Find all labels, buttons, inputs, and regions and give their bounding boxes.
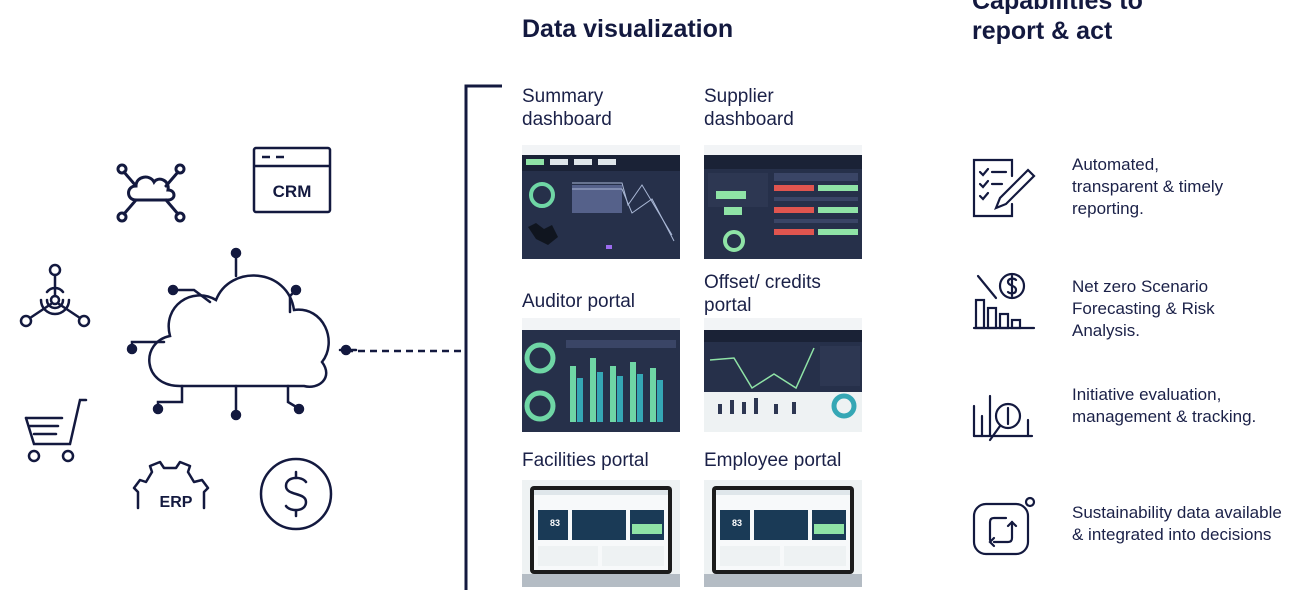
offset-label: Offset/ credits portal — [704, 272, 821, 316]
capabilities-heading: Capabilities to report & act — [972, 0, 1143, 45]
summary-label: Summary dashboard — [522, 86, 612, 130]
network-cloud-icon — [110, 150, 190, 230]
shopping-cart-icon — [24, 396, 88, 464]
capability-text: Automated, transparent & timely reportin… — [1072, 155, 1224, 218]
iot-sensor-icon — [18, 262, 92, 332]
erp-label: ERP — [159, 494, 193, 511]
bar-magnifier-icon — [972, 386, 1040, 448]
integration-loop-icon — [972, 496, 1040, 560]
capability-text: Net zero Scenario Forecasting & Risk Ana… — [1072, 277, 1215, 340]
capability-text: Initiative evaluation, management & trac… — [1072, 385, 1257, 426]
dollar-icon — [258, 456, 334, 532]
checklist-pen-icon — [972, 158, 1040, 220]
crm-window-icon — [252, 146, 332, 214]
summary-dashboard-thumbnail[interactable] — [522, 145, 680, 259]
erp-gear-icon — [132, 458, 218, 512]
employee-score-badge: 83 — [731, 518, 742, 528]
employee-portal-thumbnail[interactable]: 83 — [704, 480, 862, 587]
capability-text: Sustainability data available & integrat… — [1072, 503, 1282, 544]
crm-label: CRM — [272, 182, 312, 201]
facilities-portal-thumbnail[interactable]: 83 — [522, 480, 680, 587]
auditor-portal-thumbnail[interactable] — [522, 318, 680, 432]
visualization-heading: Data visualization — [522, 15, 734, 43]
auditor-label: Auditor portal — [522, 291, 636, 312]
connector-line — [346, 84, 502, 590]
supplier-label: Supplier dashboard — [704, 86, 794, 130]
dollar-chart-icon — [972, 270, 1040, 332]
facilities-label: Facilities portal — [522, 450, 649, 471]
supplier-dashboard-thumbnail[interactable] — [704, 145, 862, 259]
facilities-score-badge: 83 — [549, 518, 560, 528]
central-cloud-icon — [118, 246, 358, 426]
offset-portal-thumbnail[interactable] — [704, 318, 862, 432]
employee-label: Employee portal — [704, 450, 842, 471]
